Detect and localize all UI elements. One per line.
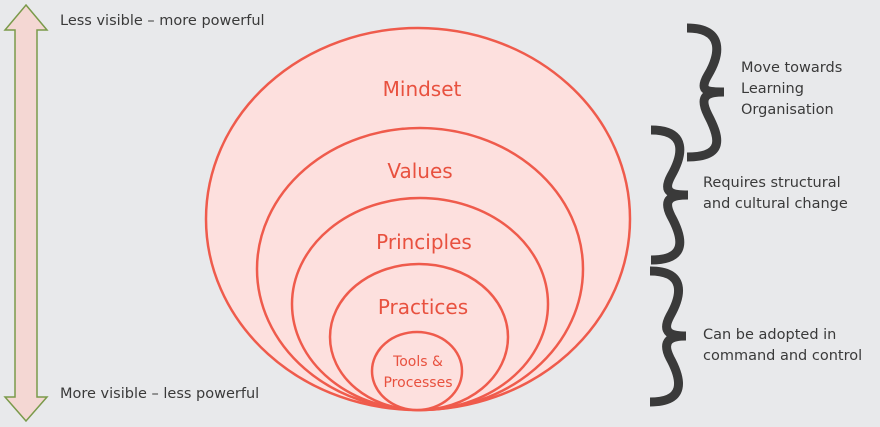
group-label-line: Move towards	[741, 60, 843, 76]
ring-tools	[370, 330, 464, 412]
group-label-learning-org: Move towards Learning Organisation	[741, 58, 842, 121]
bottom-axis-label: More visible – less powerful	[60, 386, 260, 402]
brace-icon	[686, 23, 725, 162]
group-label-structural-change: Requires structural and cultural change	[703, 173, 848, 215]
top-axis-label: Less visible – more powerful	[60, 13, 265, 29]
group-label-line: Can be adopted in	[703, 327, 837, 343]
group-label-line: Requires structural	[703, 175, 841, 191]
layer-mindset: Mindset	[383, 77, 462, 101]
layer-principles: Principles	[376, 230, 472, 254]
layer-values: Values	[387, 159, 452, 183]
layer-tools-line2: Processes	[383, 375, 452, 391]
layer-tools-line1: Tools &	[392, 354, 443, 370]
layer-practices: Practices	[378, 295, 468, 319]
group-label-line: Organisation	[741, 102, 834, 118]
brace-icon	[649, 266, 687, 407]
group-label-command-control: Can be adopted in command and control	[703, 325, 862, 367]
brace-icon	[650, 125, 689, 265]
group-label-line: command and control	[703, 348, 863, 364]
group-label-line: Learning	[741, 81, 804, 97]
double-arrow-icon	[3, 3, 49, 423]
group-label-line: and cultural change	[703, 196, 848, 212]
